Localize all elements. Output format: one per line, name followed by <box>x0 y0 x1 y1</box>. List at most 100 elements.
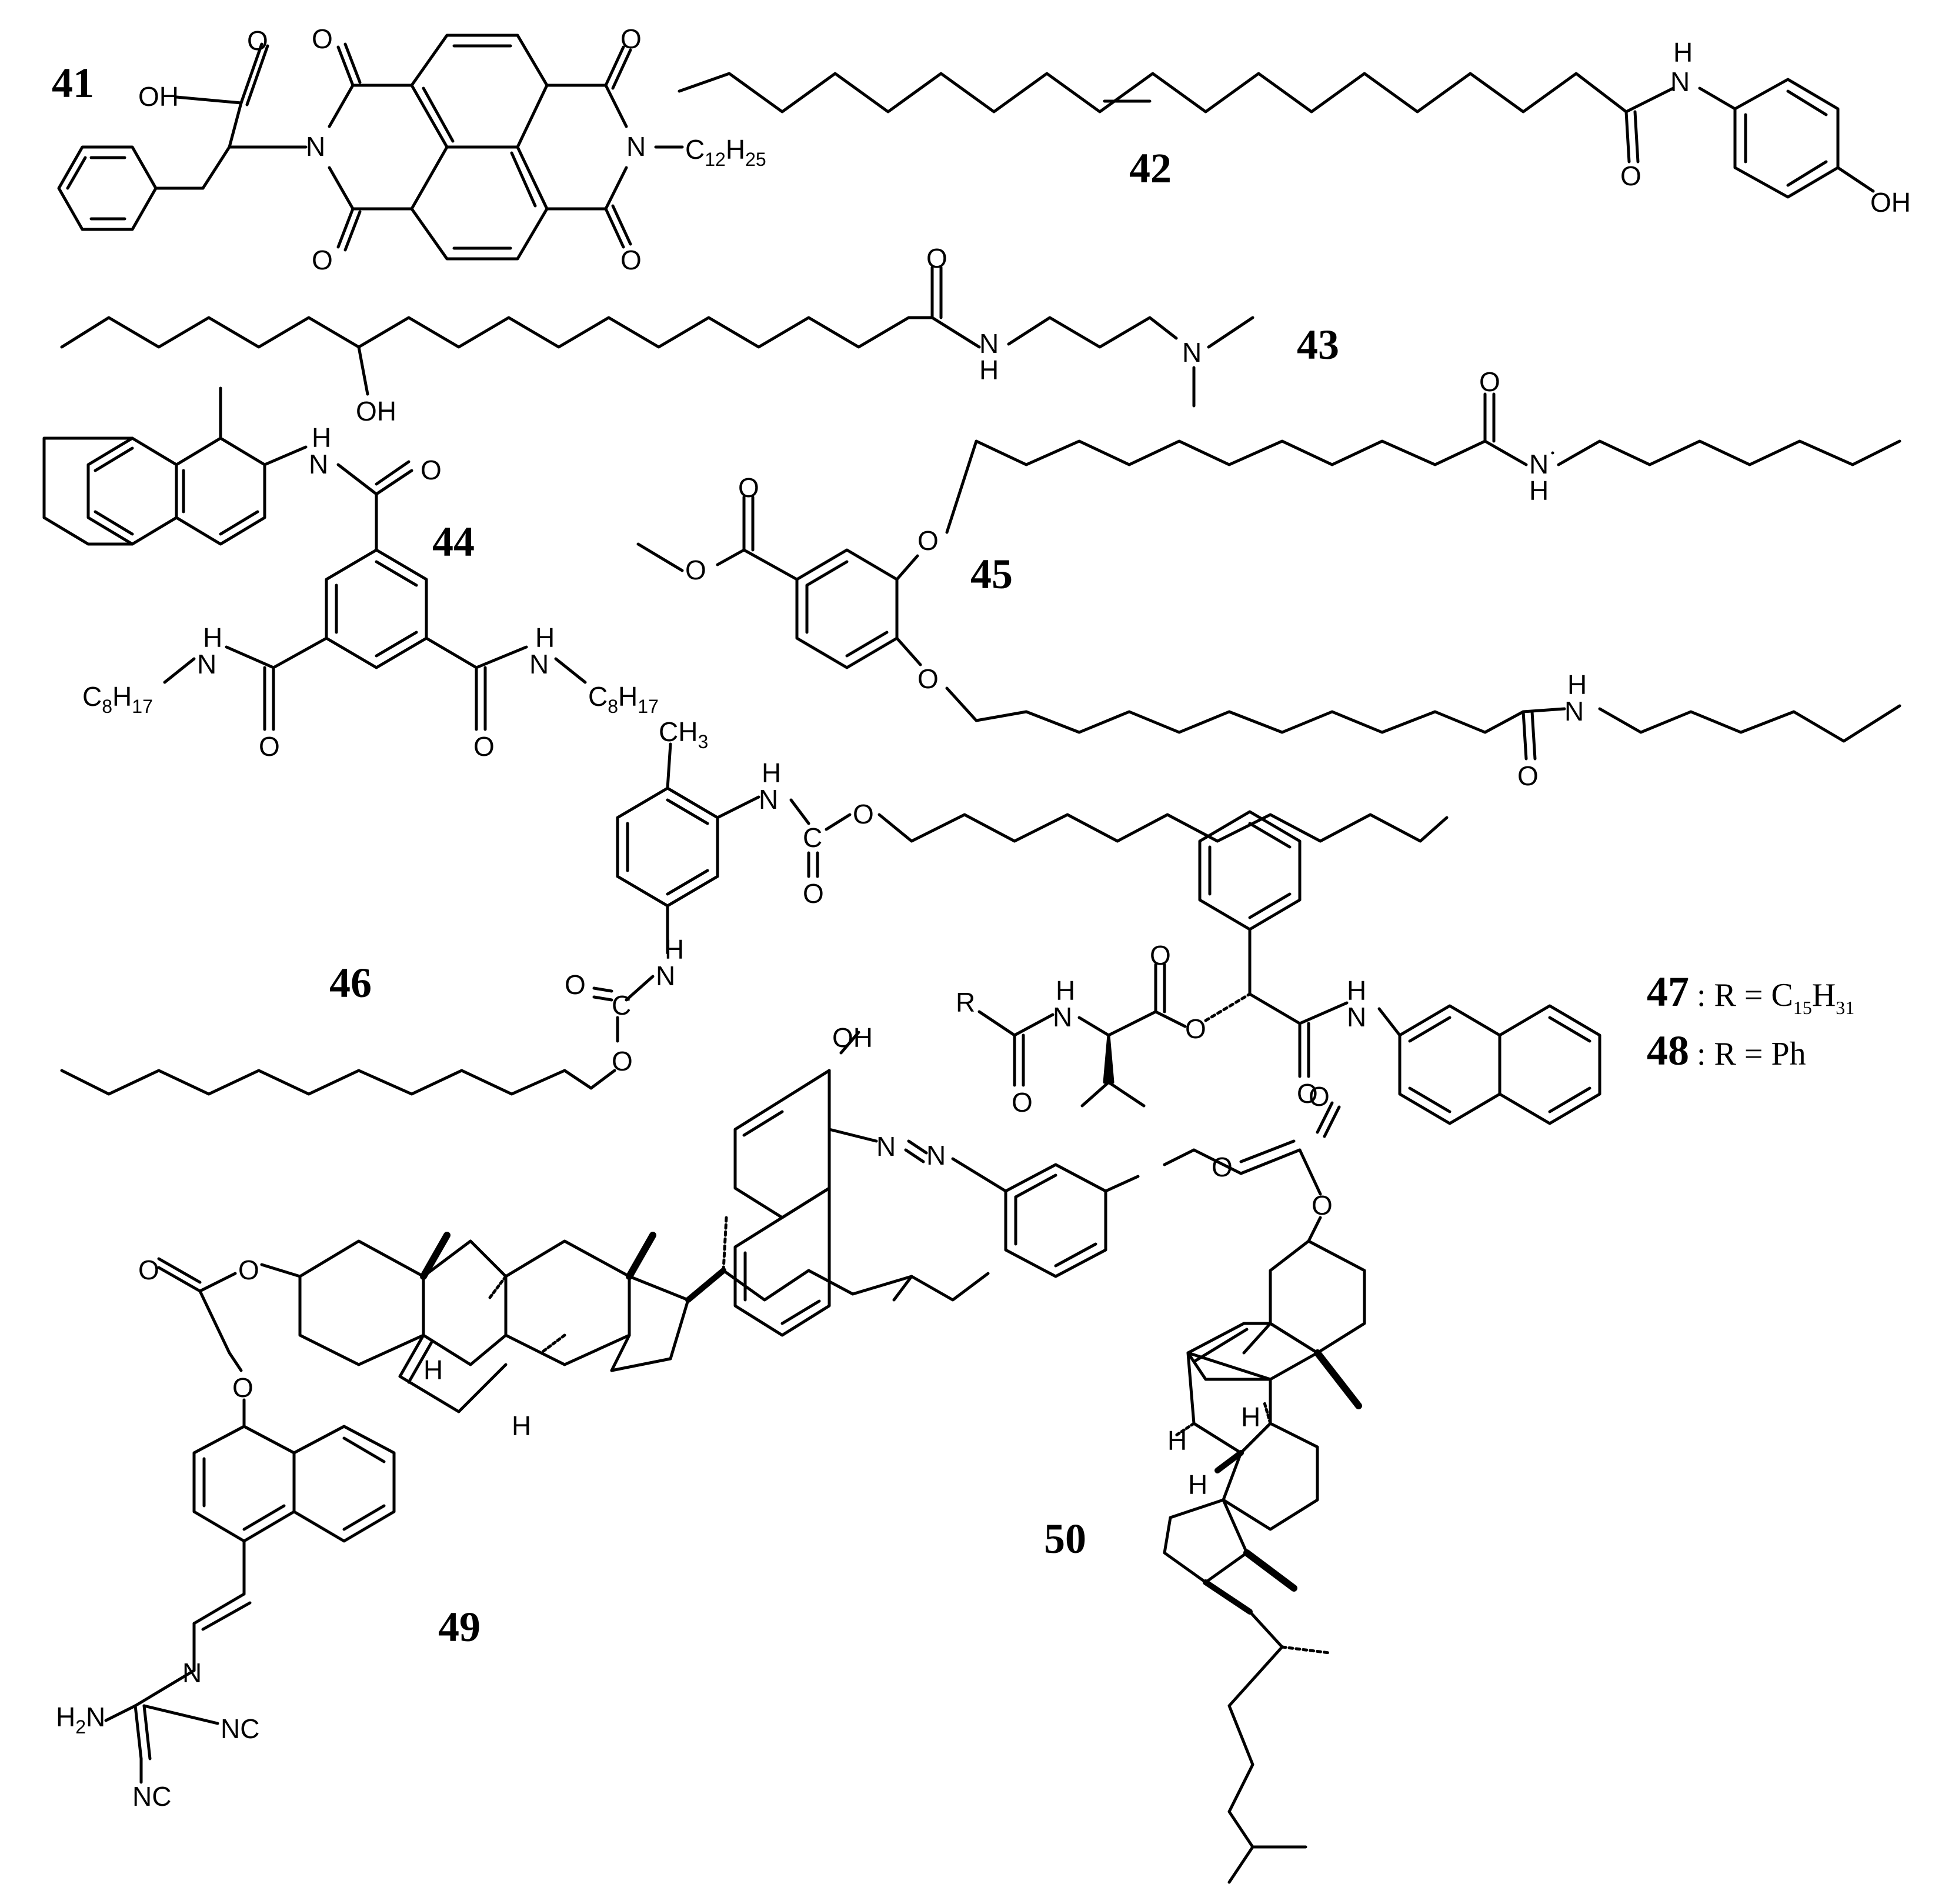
svg-text:OH: OH <box>1870 187 1911 218</box>
compound-44-structure <box>42 386 587 731</box>
svg-text:O: O <box>803 878 824 909</box>
svg-text:O: O <box>312 24 333 54</box>
svg-text:O: O <box>312 245 333 275</box>
svg-text:O: O <box>1312 1190 1333 1221</box>
svg-text:O: O <box>1297 1078 1318 1109</box>
svg-text:C: C <box>803 822 822 853</box>
svg-text:N: N <box>656 961 675 991</box>
svg-text:O: O <box>685 555 706 585</box>
compound-43-atom-labels: O N H N OH <box>356 243 1202 426</box>
svg-text:N: N <box>626 131 646 162</box>
svg-text:N: N <box>309 449 328 479</box>
svg-text:N: N <box>1347 1002 1366 1032</box>
svg-text:O: O <box>1012 1087 1033 1118</box>
svg-text:O: O <box>926 243 947 274</box>
svg-text:H: H <box>312 422 331 453</box>
compound-50-structure <box>733 1031 1366 1884</box>
compound-42-atom-labels: H N O OH <box>1620 37 1911 218</box>
svg-text:O: O <box>247 25 268 56</box>
svg-text:C12H25: C12H25 <box>685 134 766 170</box>
svg-text:O: O <box>565 969 586 1000</box>
svg-text:O: O <box>1620 161 1641 191</box>
svg-text:H: H <box>665 934 684 965</box>
svg-text:O: O <box>1479 366 1500 397</box>
svg-text:OH: OH <box>832 1022 873 1053</box>
svg-text:H: H <box>1167 1425 1187 1456</box>
compound-47-48-atom-labels: R H N O O O H N O <box>956 940 1366 1118</box>
r-definition-48: 48 : R = Ph <box>1647 1027 1806 1074</box>
svg-text:O: O <box>259 731 280 762</box>
svg-text:NC: NC <box>132 1781 171 1812</box>
svg-text:O: O <box>473 731 495 762</box>
compound-43-structure <box>60 266 1254 408</box>
svg-text:N: N <box>759 784 778 815</box>
svg-text:48: 48 <box>1647 1027 1689 1074</box>
svg-text:N: N <box>1670 66 1690 97</box>
svg-text:CH3: CH3 <box>659 716 708 752</box>
svg-text:C: C <box>612 990 631 1021</box>
svg-text:O: O <box>917 525 939 556</box>
svg-text:N: N <box>197 649 216 679</box>
compound-46-number: 46 <box>329 959 372 1006</box>
compound-45-number: 45 <box>970 551 1013 598</box>
compound-49-atom-labels: O O O H H N H2N NC NC <box>56 1255 531 1812</box>
compound-45-atom-labels: O O O O O N H H N O <box>685 366 1587 791</box>
svg-text:: R = Ph: : R = Ph <box>1697 1036 1806 1072</box>
compound-41-number: 41 <box>52 59 94 106</box>
compound-45-structure <box>636 392 1901 761</box>
svg-text:O: O <box>1150 940 1171 971</box>
svg-text:H: H <box>535 622 555 653</box>
svg-text:H: H <box>512 1411 531 1441</box>
svg-text:O: O <box>620 24 642 54</box>
svg-text:O: O <box>612 1046 633 1076</box>
svg-text:O: O <box>738 472 759 503</box>
compound-46-structure <box>60 742 1449 1096</box>
svg-text:H2N: H2N <box>56 1702 105 1738</box>
svg-text:H: H <box>1056 975 1075 1006</box>
svg-text:OH: OH <box>356 396 396 426</box>
svg-text:O: O <box>1185 1013 1206 1044</box>
compound-49-number: 49 <box>438 1603 481 1650</box>
svg-text:C8H17: C8H17 <box>82 681 153 717</box>
svg-text:47: 47 <box>1647 968 1689 1015</box>
compound-41-structure <box>57 34 684 261</box>
compound-47-48-structure <box>977 810 1601 1125</box>
r-definition-47: 47 : R = C15H31 <box>1647 968 1854 1018</box>
svg-text:NC: NC <box>221 1713 259 1744</box>
svg-text:O: O <box>917 663 939 694</box>
svg-text:H: H <box>1241 1402 1260 1432</box>
svg-text:O: O <box>620 245 642 275</box>
svg-text:H: H <box>1529 475 1549 506</box>
compound-46-atom-labels: CH3 H N C O O H N O C O <box>565 716 874 1076</box>
svg-text:N: N <box>926 1140 946 1171</box>
svg-text:N: N <box>1182 337 1202 368</box>
svg-text:O: O <box>1212 1152 1233 1182</box>
svg-text:N: N <box>876 1131 896 1162</box>
svg-text:: R = C15H31: : R = C15H31 <box>1697 977 1854 1018</box>
svg-text:O: O <box>138 1255 159 1285</box>
svg-text:H: H <box>423 1355 443 1385</box>
compound-50-atom-labels: OH N N O O O H H H <box>832 1022 1333 1500</box>
svg-text:R: R <box>956 987 975 1018</box>
compound-43-number: 43 <box>1297 321 1339 368</box>
svg-text:O: O <box>1309 1081 1330 1112</box>
svg-text:H: H <box>1673 37 1693 68</box>
svg-text:H: H <box>1347 975 1366 1006</box>
svg-text:N: N <box>1529 449 1549 479</box>
compound-44-atom-labels: H N O H N C8H17 H N C8H17 O O <box>82 422 659 762</box>
svg-text:H: H <box>203 622 222 653</box>
svg-text:H: H <box>1567 669 1587 700</box>
compound-50-number: 50 <box>1044 1515 1086 1562</box>
svg-text:OH: OH <box>138 81 179 112</box>
compound-49-structure <box>104 1216 990 1784</box>
svg-text:O: O <box>421 455 442 485</box>
svg-text:N: N <box>1053 1002 1072 1032</box>
compound-42-structure <box>678 72 1875 199</box>
svg-text:H: H <box>762 758 781 788</box>
compound-42-number: 42 <box>1129 145 1172 192</box>
svg-text:N: N <box>182 1658 202 1688</box>
svg-text:O: O <box>232 1372 253 1403</box>
svg-text:O: O <box>238 1255 259 1285</box>
compound-41-atom-labels: OH O O O O O N N C12H25 <box>138 24 766 275</box>
